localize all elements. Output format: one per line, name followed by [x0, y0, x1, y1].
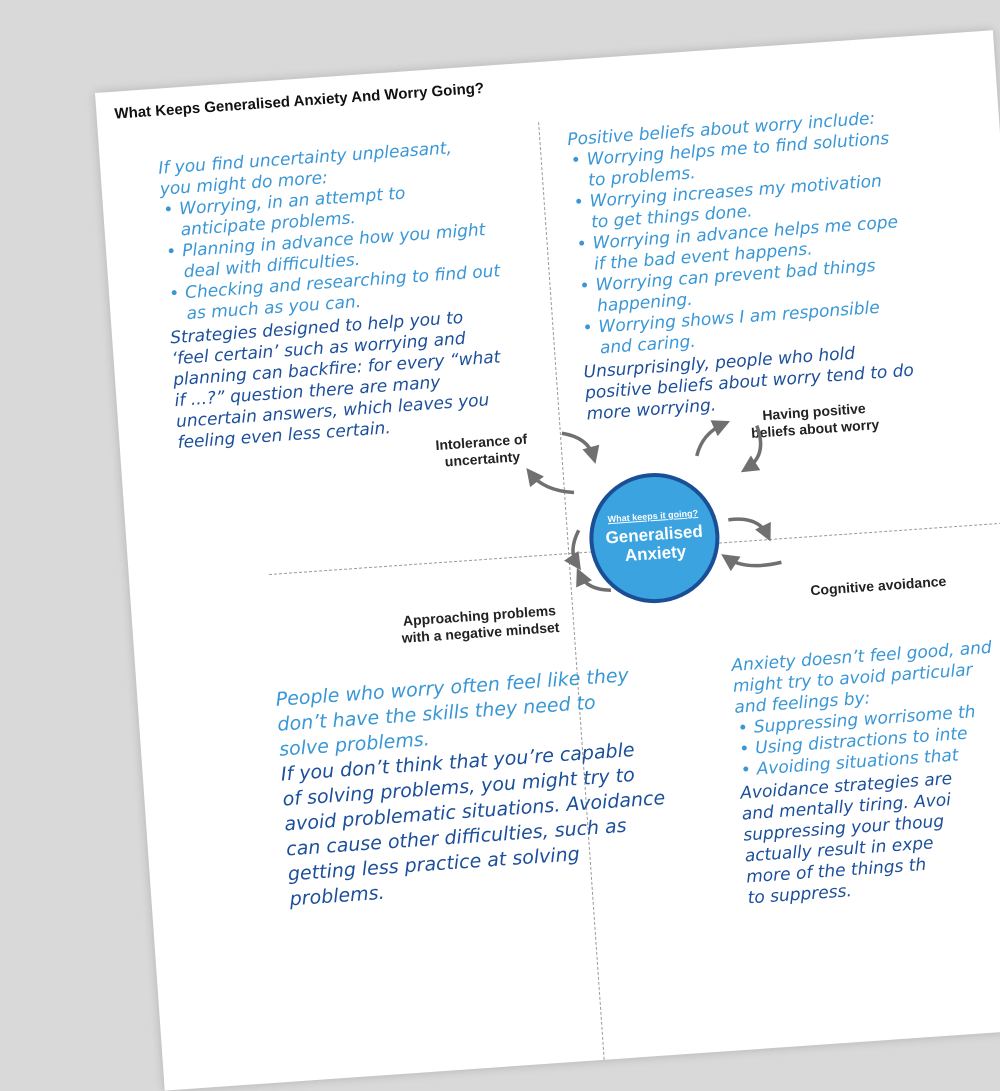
arrow-tl-out: [526, 468, 575, 495]
arrow-tr-in: [695, 420, 731, 457]
arrow-bl-in: [576, 567, 611, 592]
arrow-br-in: [728, 517, 771, 542]
cycle-arrows: [526, 420, 782, 592]
arrow-br-out: [721, 554, 782, 572]
arrow-tr-out: [740, 425, 763, 473]
arrow-bl-out: [563, 529, 581, 571]
worksheet-page: What Keeps Generalised Anxiety And Worry…: [95, 30, 1000, 1091]
arrow-tl-in: [561, 431, 600, 464]
